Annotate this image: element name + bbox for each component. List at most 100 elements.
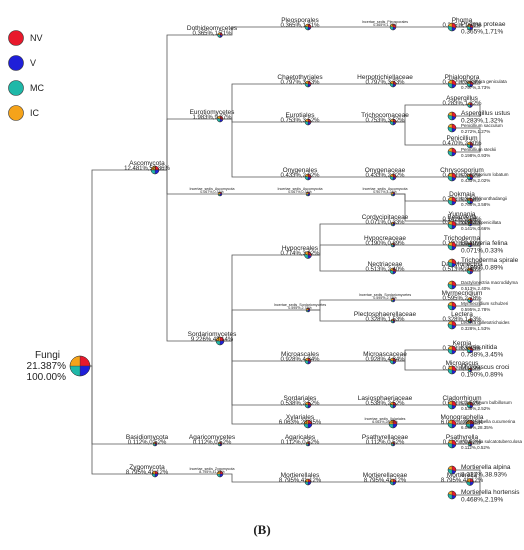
node-penicillium <box>466 141 474 149</box>
node-label-stats: 0.595%,2.78% <box>288 306 312 310</box>
node-label-name: Basidiomycota <box>126 434 169 441</box>
node-label-stats: 0.433%,2.02% <box>365 173 405 179</box>
pie-outline <box>447 147 457 157</box>
node-label-stats: 8.795%,41.12% <box>364 478 407 484</box>
node-label-stats: 0.928%,4.34% <box>365 357 405 363</box>
edge-yunnania_penicillata <box>452 220 481 226</box>
node-unc_zygo <box>216 470 224 478</box>
edge-myrmecridium_schulzeri <box>452 299 481 307</box>
edge-basidiomycota <box>80 365 155 445</box>
node-plectosphaerellaceae <box>390 318 396 324</box>
node-label-stats: 0.141%,0.66% <box>442 217 482 223</box>
node-label-stats: 8.795%,41.12% <box>279 478 322 484</box>
pie-outline <box>217 441 223 447</box>
edge-sordariomycetes <box>155 169 220 342</box>
pie-outline <box>389 401 397 409</box>
pie-outline <box>467 297 473 303</box>
pie-outline <box>215 336 225 346</box>
node-label-stats: 12.481%,58.36% <box>124 166 170 172</box>
node-monographella <box>465 419 475 429</box>
node-unc_xyl <box>388 419 398 429</box>
leaf-penicillium_steckii <box>447 147 457 157</box>
node-label-stats: 0.513%,2.40% <box>365 267 405 273</box>
node-label-name: Psathyrellaceae <box>362 434 409 441</box>
node-label-name: Cladorrhinum <box>442 395 481 402</box>
node-beauveria <box>467 221 473 227</box>
node-label-stats: 0.365%,1.71% <box>280 23 320 29</box>
pie-outline <box>390 242 396 248</box>
leaf-label-stats: 0.112%,0.52% <box>461 445 490 450</box>
node-yunnania <box>467 218 473 224</box>
pie-outline <box>151 470 159 478</box>
node-pleosporales <box>304 23 312 31</box>
node-label-name: Agaricomycetes <box>189 434 236 441</box>
edge-xylariales <box>220 340 308 425</box>
edge-mortierella_hortensis <box>452 481 481 496</box>
node-label-name: Microascales <box>281 351 320 358</box>
leaf-label-stats: 0.365%,1.71% <box>461 29 504 36</box>
node-label-name: Eurotiales <box>286 112 316 119</box>
leaf-label-stats: 0.328%,1.53% <box>461 326 490 331</box>
edge-ascomycota <box>80 169 155 367</box>
pie-outline <box>389 478 397 486</box>
pie-outline <box>466 173 474 181</box>
pie-outline <box>389 357 397 365</box>
pie-outline <box>466 80 474 88</box>
edge-plectosphaerellaceae <box>308 309 393 322</box>
node-chrysosporium <box>466 173 474 181</box>
node-label-name: Aspergillus <box>446 95 479 102</box>
edge-penicillium <box>393 121 470 146</box>
pie-outline <box>447 490 457 500</box>
node-label-name: Nectriaceae <box>368 261 403 268</box>
node-onygenales <box>304 173 312 181</box>
pie-outline <box>389 23 397 31</box>
pie-outline <box>447 123 457 133</box>
node-mortierella <box>466 478 474 486</box>
node-label-name: Plectosphaerellaceae <box>354 311 417 318</box>
node-unc_pleo <box>389 23 397 31</box>
node-label-stats: 0.112%,0.52% <box>443 440 482 446</box>
legend-label: IC <box>30 108 40 118</box>
leaf-microascus_croci <box>447 365 457 375</box>
pie-outline <box>466 23 474 31</box>
node-label-stats: 0.753%,3.52% <box>365 118 405 124</box>
edge-penicillium_steckii <box>452 144 481 153</box>
node-basidiomycota <box>152 441 158 447</box>
node-label-stats: 6.063%,28.35% <box>372 420 398 424</box>
edge-hypocreales <box>220 254 308 342</box>
pie-outline <box>447 320 457 330</box>
edge-dothideomycetes <box>155 34 220 171</box>
node-label-stats: 0.797%,3.73% <box>365 80 405 86</box>
node-label-name: Trichocomaceae <box>361 112 409 119</box>
node-label-name: Onygenales <box>283 167 318 174</box>
leaf-label-name: Psathyrella sulcatotuberculosa <box>461 439 523 444</box>
node-label-stats: 6.063%,28.35% <box>279 420 322 426</box>
node-label-stats: 0.753%,3.52% <box>280 118 320 124</box>
node-label-stats: 0.595%,2.78% <box>373 296 397 300</box>
leaf-aspergillus_ustus <box>447 111 457 121</box>
node-label-stats: 0.365%,1.71% <box>192 31 232 37</box>
pie-outline <box>217 32 223 38</box>
pie-outline <box>152 441 158 447</box>
leaf-label-name: Phialophora geniculata <box>461 79 507 84</box>
node-dothideomycetes <box>217 32 223 38</box>
node-label-stats: 0.797%,3.73% <box>280 80 320 86</box>
node-hypocreaceae <box>390 242 396 248</box>
pie-outline <box>465 419 475 429</box>
node-label-name: Pleosporales <box>281 17 319 24</box>
node-cordycipitaceae <box>390 221 396 227</box>
pie-outline <box>447 345 457 355</box>
leaf-chrysosporium_lobatum <box>447 172 457 182</box>
node-label-stats: 9.226%,43.14% <box>191 337 234 343</box>
leaf-phoma_proteae <box>447 22 457 32</box>
leaf-label-stats: 0.513%,2.40% <box>461 286 490 291</box>
leaf-label-stats: 0.190%,0.89% <box>461 372 504 379</box>
node-ascomycota <box>150 165 160 175</box>
node-chaetothyriales <box>304 80 312 88</box>
edge-nectriaceae <box>308 254 393 272</box>
node-label-stats: 0.538%,2.52% <box>280 401 320 407</box>
node-label-name: Microascaceae <box>363 351 407 358</box>
node-label-stats: 0.071%,0.33% <box>442 220 482 226</box>
pie-outline <box>390 441 396 447</box>
leaf-trichoderma_spirale <box>447 258 457 268</box>
